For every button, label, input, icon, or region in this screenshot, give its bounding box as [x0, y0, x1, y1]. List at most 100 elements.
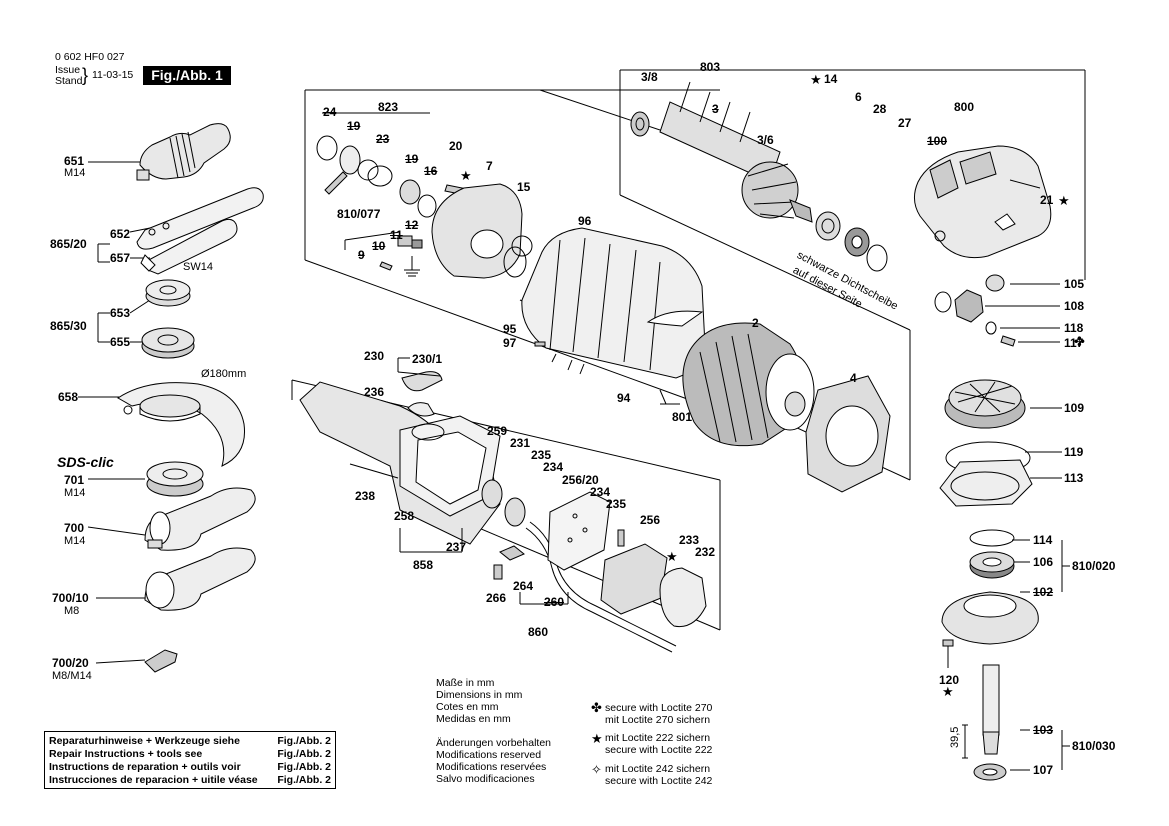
- note-mods-es: Salvo modificaciones: [436, 773, 535, 785]
- label-113: 113: [1064, 471, 1084, 485]
- gear-housing-800: [914, 145, 1052, 259]
- label-233: 233: [679, 533, 700, 547]
- label-657: 657: [110, 251, 131, 265]
- note-dims-fr: Cotes en mm: [436, 701, 499, 713]
- label-701: 701: [64, 473, 85, 487]
- label-106: 106: [1033, 555, 1054, 569]
- repair-row-text: Reparaturhinweise + Werkzeuge siehe: [49, 735, 240, 747]
- repair-row: Repair Instructions + tools see Fig./Abb…: [49, 748, 331, 760]
- label-27: 27: [898, 116, 912, 130]
- figure-label: Fig./Abb. 1: [143, 66, 231, 85]
- label-236: 236: [364, 385, 385, 399]
- label-860: 860: [528, 625, 549, 639]
- armature-803: [659, 81, 813, 223]
- label-24: 24: [323, 105, 337, 119]
- svg-text:★: ★: [942, 685, 954, 700]
- note-mods-en: Modifications reserved: [436, 749, 542, 761]
- label-234a: 234: [543, 460, 564, 474]
- svg-text:✤: ✤: [591, 701, 602, 716]
- label-19b: 19: [405, 152, 419, 166]
- issue-date: 11-03-15: [92, 69, 134, 81]
- label-20: 20: [449, 139, 463, 153]
- repair-row: Instructions de reparation + outils voir…: [49, 761, 331, 773]
- label-858: 858: [413, 558, 434, 572]
- svg-text:★: ★: [1058, 194, 1070, 209]
- label-7: 7: [486, 159, 493, 173]
- svg-text:✤: ✤: [1074, 335, 1085, 350]
- label-865-30: 865/30: [50, 319, 87, 333]
- label-810-077: 810/077: [337, 207, 381, 221]
- label-28: 28: [873, 102, 887, 116]
- note-loctite222-en: secure with Loctite 222: [605, 744, 713, 756]
- svg-text:★: ★: [666, 550, 678, 565]
- note-dims-en: Dimensions in mm: [436, 689, 523, 701]
- label-12: 12: [405, 218, 419, 232]
- label-232: 232: [695, 545, 716, 559]
- label-700-10-thread: M8: [64, 605, 80, 617]
- note-loctite242-en: secure with Loctite 242: [605, 775, 713, 787]
- label-3: 3: [712, 102, 719, 116]
- handle-651: [136, 123, 231, 181]
- svg-text:★: ★: [810, 73, 822, 88]
- svg-text:★: ★: [460, 169, 472, 184]
- label-11: 11: [390, 228, 403, 242]
- label-264: 264: [513, 579, 534, 593]
- label-810-030: 810/030: [1072, 739, 1116, 753]
- label-109: 109: [1064, 401, 1085, 415]
- label-238: 238: [355, 489, 376, 503]
- repair-instructions-box: Reparaturhinweise + Werkzeuge siehe Fig.…: [44, 731, 336, 789]
- motor-housing-96: [521, 227, 707, 379]
- label-94: 94: [617, 391, 631, 405]
- label-260: 260: [544, 595, 565, 609]
- repair-row: Instrucciones de reparacion + uitile véa…: [49, 774, 331, 786]
- note-dims-de: Maße in mm: [436, 677, 495, 689]
- label-119: 119: [1064, 445, 1084, 459]
- repair-row-text: Instrucciones de reparacion + uitile véa…: [49, 774, 258, 786]
- issue-label: Issue: [55, 64, 81, 76]
- note-mods-fr: Modifications reservées: [436, 761, 547, 773]
- label-801: 801: [672, 410, 693, 424]
- label-sds-clic: SDS-clic: [57, 454, 114, 470]
- label-100: 100: [927, 134, 948, 148]
- label-235b: 235: [606, 497, 627, 511]
- label-865-20: 865/20: [50, 237, 87, 251]
- label-803: 803: [700, 60, 721, 74]
- label-39-5: 39,5: [949, 726, 961, 748]
- note-loctite222-de: mit Loctite 222 sichern: [605, 732, 711, 744]
- label-3-6: 3/6: [757, 133, 774, 147]
- label-6: 6: [855, 90, 862, 104]
- label-16: 16: [424, 164, 438, 178]
- label-258: 258: [394, 509, 415, 523]
- label-97: 97: [503, 336, 517, 350]
- label-700-20-thread: M8/M14: [52, 670, 92, 682]
- repair-row-text: Repair Instructions + tools see: [49, 748, 203, 760]
- label-diameter: Ø180mm: [201, 368, 247, 380]
- part-number: 0 602 HF0 027: [55, 51, 125, 63]
- label-700-thread: M14: [64, 535, 86, 547]
- label-810-020: 810/020: [1072, 559, 1116, 573]
- label-102: 102: [1033, 585, 1054, 599]
- label-823: 823: [378, 100, 399, 114]
- label-118: 118: [1064, 321, 1084, 335]
- label-23: 23: [376, 132, 390, 146]
- label-120: 120: [939, 673, 960, 687]
- label-652: 652: [110, 227, 131, 241]
- label-266: 266: [486, 591, 507, 605]
- label-14: 14: [824, 72, 838, 86]
- label-107: 107: [1033, 763, 1054, 777]
- label-230-1: 230/1: [412, 352, 443, 366]
- label-700-20: 700/20: [52, 656, 89, 670]
- label-234b: 234: [590, 485, 611, 499]
- stand-label: Stand: [55, 75, 83, 87]
- note-loctite270-en: secure with Loctite 270: [605, 702, 713, 714]
- label-114: 114: [1033, 533, 1053, 547]
- note-loctite270-de: mit Loctite 270 sichern: [605, 714, 711, 726]
- label-658: 658: [58, 390, 79, 404]
- label-651: 651: [64, 154, 85, 168]
- repair-row-ref: Fig./Abb. 2: [277, 748, 331, 760]
- repair-row: Reparaturhinweise + Werkzeuge siehe Fig.…: [49, 735, 331, 747]
- label-701-thread: M14: [64, 487, 86, 499]
- label-700: 700: [64, 521, 85, 535]
- label-655: 655: [110, 335, 131, 349]
